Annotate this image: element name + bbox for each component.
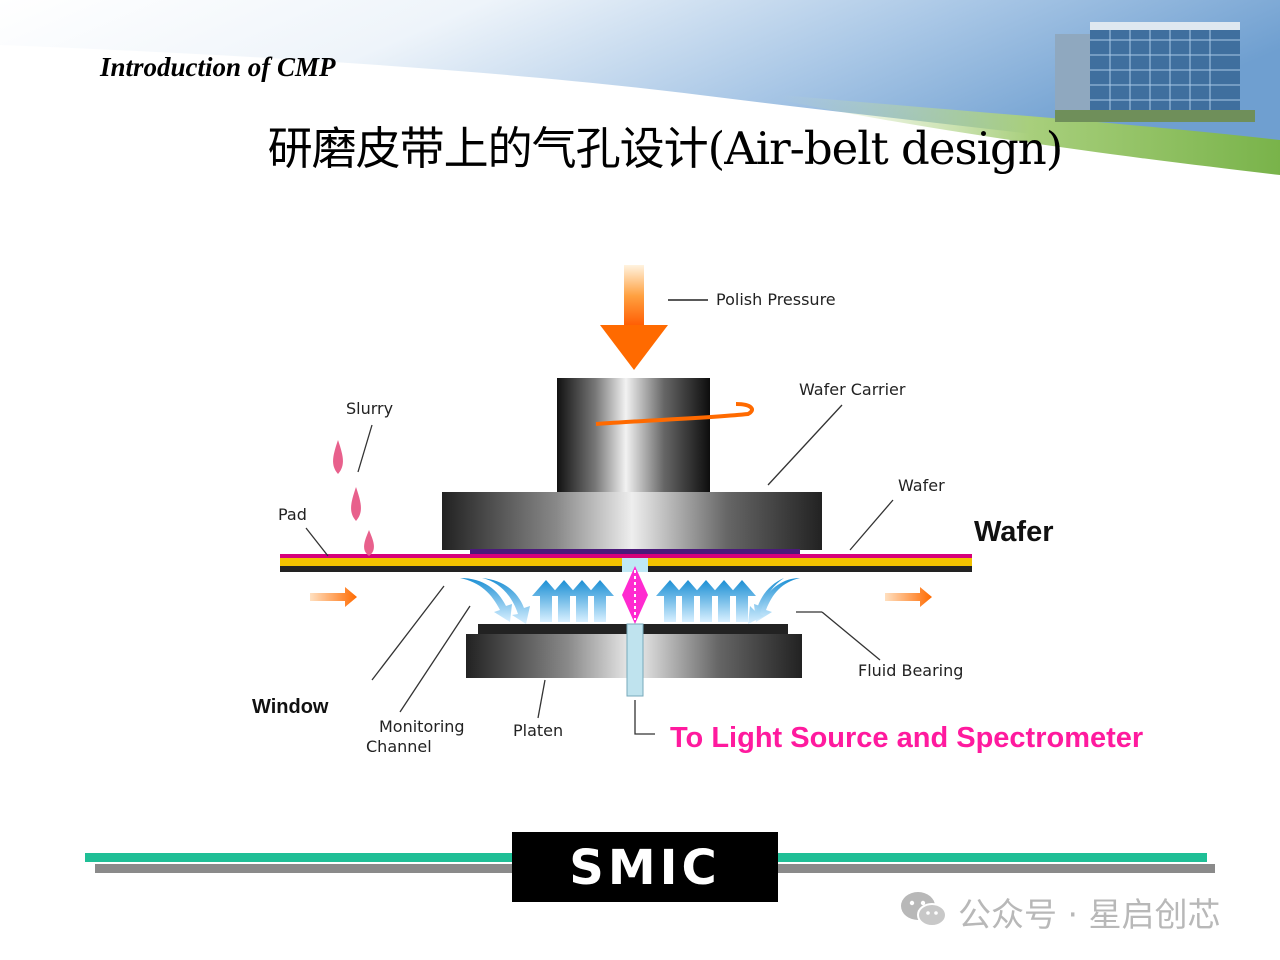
- label-monitoring-channel-1: Monitoring: [379, 717, 465, 736]
- label-wafer-carrier: Wafer Carrier: [799, 380, 906, 399]
- slide-title: 研磨皮带上的气孔设计(Air-belt design): [267, 122, 1064, 175]
- air-flow-arrows: [460, 578, 800, 624]
- monitoring-channel: [626, 623, 644, 697]
- polish-pressure-arrow: [600, 265, 668, 370]
- slurry-droplets: [333, 440, 374, 556]
- label-window: Window: [252, 696, 329, 718]
- label-slurry: Slurry: [346, 399, 394, 418]
- leader-lines: [305, 404, 894, 735]
- slide-subtitle: Introduction of CMP: [100, 52, 336, 82]
- label-pad: Pad: [278, 505, 307, 524]
- header-background: [0, 0, 1280, 175]
- label-monitoring-channel-2: Channel: [366, 737, 432, 756]
- label-polish-pressure: Polish Pressure: [716, 290, 836, 309]
- smic-logo: SMIC: [512, 832, 778, 902]
- wafer: [470, 549, 800, 554]
- rotation-arrow: [595, 402, 754, 426]
- label-wafer-big: Wafer: [974, 516, 1054, 548]
- wechat-icon: [901, 892, 947, 927]
- label-platen: Platen: [513, 721, 564, 740]
- belt-motion-arrow-right: [885, 587, 932, 607]
- label-light-source: To Light Source and Spectrometer: [670, 722, 1144, 754]
- label-fluid-bearing: Fluid Bearing: [858, 661, 964, 680]
- wafer-carrier-spindle: [557, 378, 710, 493]
- light-beam: [622, 566, 648, 624]
- wafer-carrier: [442, 492, 822, 550]
- building-icon: [1055, 22, 1255, 122]
- belt-motion-arrow-left: [310, 587, 357, 607]
- window: [622, 558, 648, 572]
- watermark-text: 公众号 · 星启创芯: [958, 895, 1221, 934]
- label-wafer-small: Wafer: [898, 476, 945, 495]
